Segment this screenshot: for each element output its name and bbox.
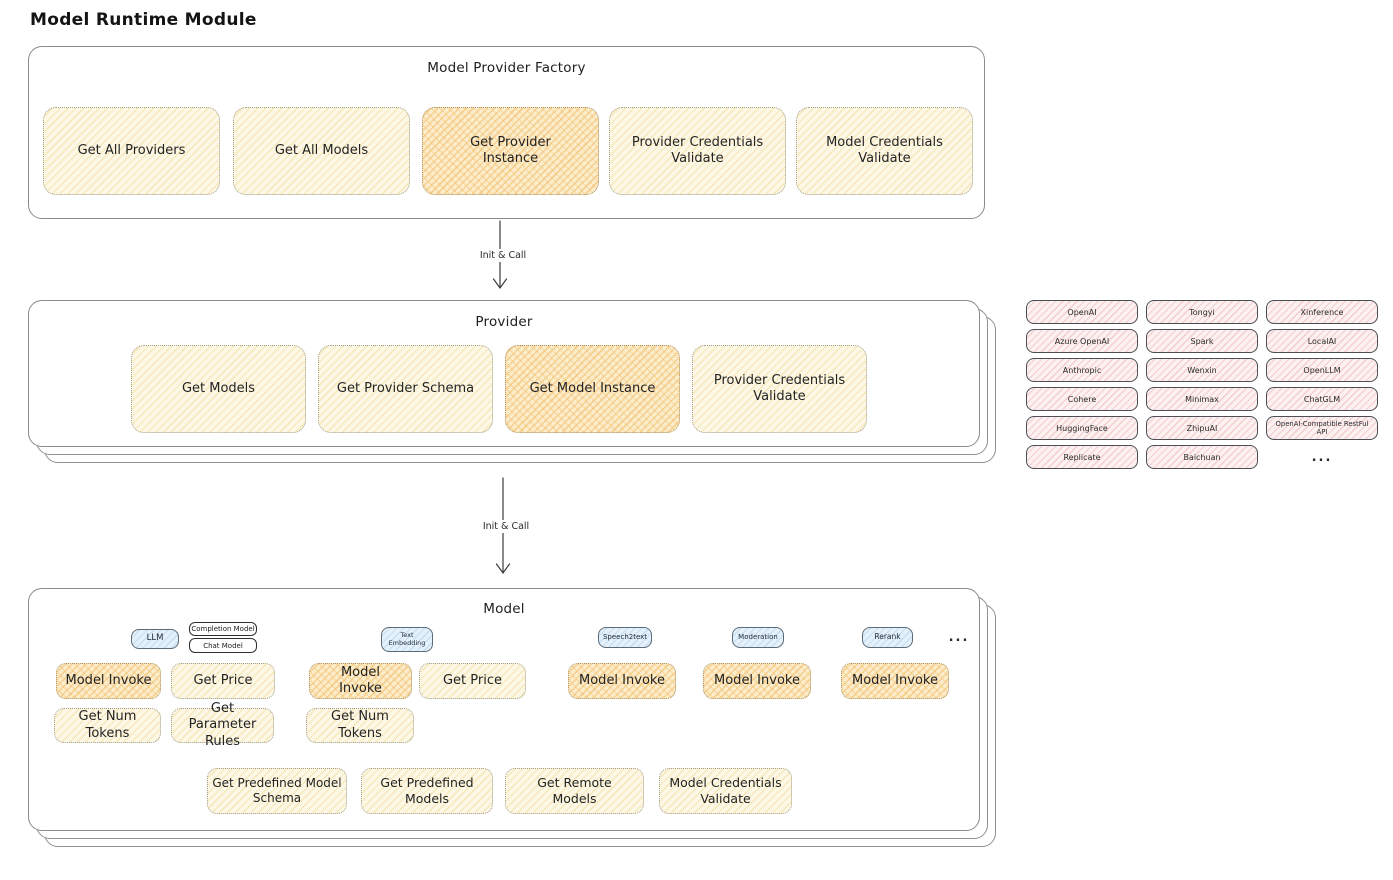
node-model-credentials-validate: Model Credentials Validate bbox=[796, 107, 973, 195]
node-get-provider-schema: Get Provider Schema bbox=[318, 345, 493, 433]
node-get-num-tokens-llm: Get Num Tokens bbox=[54, 708, 161, 743]
provider-item-azure-openai: Azure OpenAI bbox=[1026, 329, 1138, 353]
provider-item-baichuan: Baichuan bbox=[1146, 445, 1258, 469]
provider-container: Provider Get Models Get Provider Schema … bbox=[28, 300, 980, 447]
provider-item-spark: Spark bbox=[1146, 329, 1258, 353]
node-provider-credentials-validate-2: Provider Credentials Validate bbox=[692, 345, 867, 433]
node-get-model-instance: Get Model Instance bbox=[505, 345, 680, 433]
node-get-provider-instance: Get Provider Instance bbox=[422, 107, 599, 195]
provider-item-openllm: OpenLLM bbox=[1266, 358, 1378, 382]
provider-title: Provider bbox=[475, 314, 533, 330]
provider-item-localai: LocalAI bbox=[1266, 329, 1378, 353]
page-title: Model Runtime Module bbox=[30, 10, 257, 30]
node-get-all-providers: Get All Providers bbox=[43, 107, 220, 195]
node-get-price-text-embedding: Get Price bbox=[419, 663, 526, 699]
node-get-models: Get Models bbox=[131, 345, 306, 433]
node-get-predefined-models: Get Predefined Models bbox=[361, 768, 493, 814]
provider-item-openai-compatible: OpenAI-Compatible RestFul API bbox=[1266, 416, 1378, 440]
provider-list-more-ellipsis: ... bbox=[1311, 449, 1333, 465]
tab-chat-model: Chat Model bbox=[189, 638, 257, 653]
provider-item-xinference: Xinference bbox=[1266, 300, 1378, 324]
tab-text-embedding: Text Embedding bbox=[381, 627, 433, 652]
node-model-invoke-speech2text: Model Invoke bbox=[568, 663, 676, 699]
model-title: Model bbox=[483, 601, 525, 617]
node-get-remote-models: Get Remote Models bbox=[505, 768, 644, 814]
init-call-label-2: Init & Call bbox=[460, 520, 552, 533]
tab-moderation: Moderation bbox=[732, 627, 784, 648]
node-model-credentials-validate-model: Model Credentials Validate bbox=[659, 768, 792, 814]
provider-item-chatglm: ChatGLM bbox=[1266, 387, 1378, 411]
tab-completion-model: Completion Model bbox=[189, 622, 257, 636]
model-provider-factory-container: Model Provider Factory Get All Providers… bbox=[28, 46, 985, 219]
provider-item-wenxin: Wenxin bbox=[1146, 358, 1258, 382]
model-container: Model LLM Completion Model Chat Model Te… bbox=[28, 588, 980, 831]
provider-item-cohere: Cohere bbox=[1026, 387, 1138, 411]
provider-item-replicate: Replicate bbox=[1026, 445, 1138, 469]
tab-rerank: Rerank bbox=[862, 627, 913, 648]
provider-item-openai: OpenAI bbox=[1026, 300, 1138, 324]
provider-item-minimax: Minimax bbox=[1146, 387, 1258, 411]
node-model-invoke-text-embedding: Model Invoke bbox=[309, 663, 412, 699]
node-model-invoke-moderation: Model Invoke bbox=[703, 663, 811, 699]
node-get-all-models: Get All Models bbox=[233, 107, 410, 195]
node-get-num-tokens-text-embedding: Get Num Tokens bbox=[306, 708, 414, 743]
node-provider-credentials-validate: Provider Credentials Validate bbox=[609, 107, 786, 195]
node-get-parameter-rules: Get Parameter Rules bbox=[171, 701, 274, 749]
provider-item-huggingface: HuggingFace bbox=[1026, 416, 1138, 440]
init-call-label-1: Init & Call bbox=[457, 249, 549, 262]
model-types-more-ellipsis: ... bbox=[948, 629, 970, 645]
provider-item-anthropic: Anthropic bbox=[1026, 358, 1138, 382]
tab-llm: LLM bbox=[131, 629, 179, 649]
provider-item-zhipuai: ZhipuAI bbox=[1146, 416, 1258, 440]
node-model-invoke-rerank: Model Invoke bbox=[841, 663, 949, 699]
node-model-invoke-llm: Model Invoke bbox=[56, 663, 161, 699]
node-get-predefined-model-schema: Get Predefined Model Schema bbox=[207, 768, 347, 814]
tab-speech2text: Speech2text bbox=[598, 627, 652, 648]
factory-title: Model Provider Factory bbox=[427, 60, 586, 76]
provider-item-tongyi: Tongyi bbox=[1146, 300, 1258, 324]
node-get-price-llm: Get Price bbox=[171, 663, 275, 699]
